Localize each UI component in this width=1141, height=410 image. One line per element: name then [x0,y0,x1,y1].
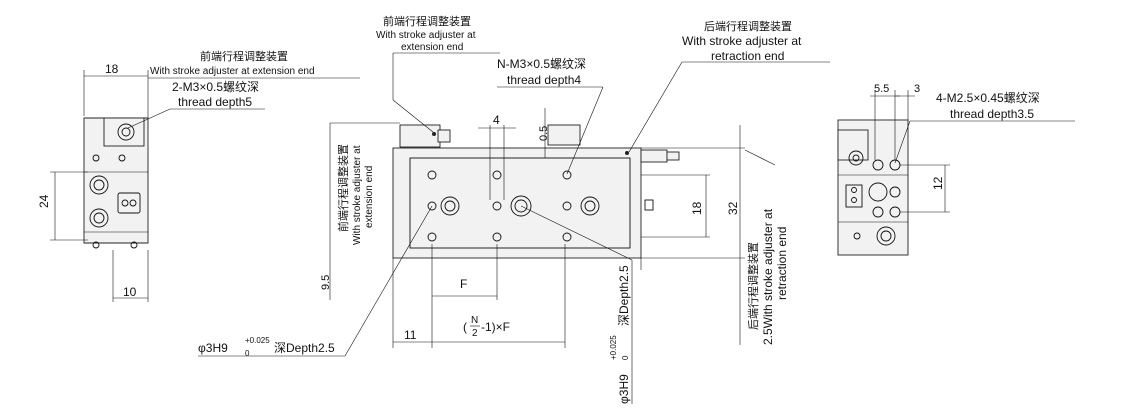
hole-left-depth: 深Depth2.5 [274,341,335,355]
left-adjuster-cn: 前端行程调整装置 [200,49,288,63]
hole-left-tol-lo: 0 [245,349,250,358]
dim-5-5: 5.5 [870,83,900,160]
left-thread-depth: thread depth5 [178,95,252,109]
dim-11: 11 [392,244,566,348]
dim-11-label: 11 [404,328,417,342]
formula-d: 2 [472,328,478,339]
dim-32: 32 [641,125,745,345]
hole-left: φ3H9 [198,341,228,355]
rear-adjuster-cn: 后端行程调整装置 [704,19,792,33]
front-adjuster-en2: extension end [401,42,463,53]
dim-24-label: 24 [37,194,51,208]
hole-left-tol-up: +0.025 [245,336,270,345]
n-thread-depth: thread depth4 [507,73,581,87]
dim-12-label: 12 [931,176,945,190]
right-thread-spec: 4-M2.5×0.45螺纹深 [936,91,1040,105]
dim-4: 4 [478,113,516,200]
rear-adjuster-en1: With stroke adjuster at [682,34,802,48]
dim-9-5: 9.5 [320,122,400,300]
right-thread-depth: thread depth3.5 [950,107,1034,121]
vert-rear-en2: retraction end [775,227,789,300]
dim-18-side: 18 [641,174,710,238]
dim-3-label: 3 [914,83,920,95]
right-end-view [837,119,909,256]
dim-24: 24 [37,171,88,241]
dim-0-5: 0.5 [538,108,550,158]
dim-18-top: 18 [83,62,149,118]
vert-front-cn: 前端行程调整装置 [336,144,350,232]
left-end-view [83,117,149,249]
hole-bottom-tol-lo: 0 [621,355,630,360]
dim-F: F [431,244,498,300]
dim-12: 12 [900,164,950,213]
hole-bottom: φ3H9 [617,374,631,404]
dim-18-side-label: 18 [690,201,704,215]
dim-5-5-label: 5.5 [874,83,889,95]
left-adjuster-en: With stroke adjuster at extension end [150,66,315,77]
vert-front-en2: extension end [364,166,375,228]
formula: ( N 2 -1)×F [463,315,510,339]
dim-18-top-label: 18 [105,62,119,76]
vert-rear-en1: 2.5With stroke adjuster at [761,208,775,345]
rear-adjuster-en2: retraction end [711,49,784,63]
hole-bottom-tol-up: +0.025 [609,335,618,360]
formula-rest: -1)×F [481,320,510,334]
dim-9-5-label: 9.5 [320,275,332,290]
hole-left-callout: φ3H9 +0.025 0 深Depth2.5 [198,205,433,358]
dim-10-label: 10 [123,285,137,299]
left-thread-spec: 2-M3×0.5螺纹深 [172,80,259,94]
hole-bottom-depth: 深Depth2.5 [617,265,631,326]
hole-bottom-callout: φ3H9 +0.025 0 深Depth2.5 [520,205,633,404]
dim-32-label: 32 [726,201,740,215]
front-adjuster-en1: With stroke adjuster at [376,30,476,41]
dim-3: 3 [895,83,920,120]
formula-open: ( [463,320,467,334]
vert-front-en1: With stroke adjuster at [352,145,363,245]
main-front-view [392,124,680,270]
vert-rear-cn: 后端行程调整装置 [746,242,760,330]
dim-10: 10 [112,250,149,302]
formula-n: N [471,315,478,326]
dim-4-label: 4 [493,113,500,127]
front-adjuster-cn: 前端行程调整装置 [383,14,471,28]
n-thread-spec: N-M3×0.5螺纹深 [497,57,586,71]
dim-0-5-label: 0.5 [538,126,550,141]
dim-F-label: F [460,277,467,291]
